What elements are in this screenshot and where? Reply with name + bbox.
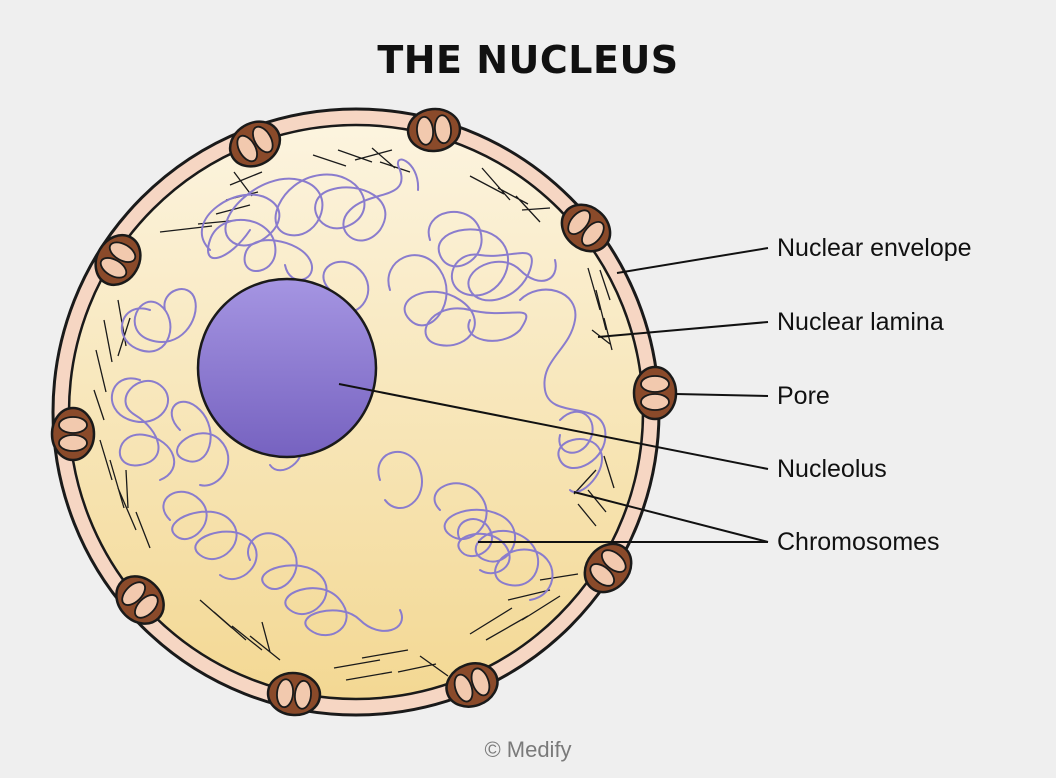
leader-pore — [675, 393, 769, 397]
pore-icon — [94, 233, 142, 287]
copyright-credit: © Medify — [484, 737, 572, 762]
diagram-title: THE NUCLEUS — [377, 38, 679, 82]
leader-lines — [338, 247, 769, 543]
leader-chromosomes-1 — [573, 491, 769, 543]
label-nucleolus: Nucleolus — [777, 455, 887, 483]
pore-icon — [445, 662, 499, 708]
pore-icon — [50, 406, 96, 462]
nuclear-pores — [50, 107, 678, 717]
leader-nucleolus — [338, 383, 769, 470]
pore-icon — [115, 575, 165, 625]
label-chromosomes: Chromosomes — [777, 528, 940, 556]
label-nuclear-lamina: Nuclear lamina — [777, 308, 944, 336]
pore-icon — [266, 671, 322, 717]
leader-nuclear-lamina — [597, 321, 769, 338]
label-nuclear-envelope: Nuclear envelope — [777, 234, 972, 262]
pore-icon — [632, 365, 678, 421]
label-pore: Pore — [777, 382, 830, 410]
pore-icon — [560, 203, 612, 253]
pore-icon — [228, 120, 282, 168]
pore-icon — [583, 542, 633, 594]
nucleolus — [196, 277, 378, 459]
pore-icon — [406, 107, 462, 153]
leader-nuclear-envelope — [616, 247, 769, 274]
nuclear-lamina — [93, 147, 615, 681]
chromosomes — [111, 158, 607, 637]
